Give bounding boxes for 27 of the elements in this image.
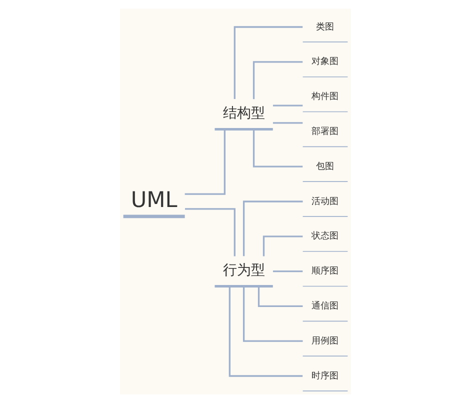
- connector: [262, 236, 303, 256]
- node-text: 时序图: [312, 371, 339, 382]
- connector: [272, 270, 303, 272]
- connector: [258, 286, 303, 308]
- node-text: 包图: [316, 162, 334, 172]
- connector: [184, 129, 226, 195]
- connector: [242, 200, 303, 256]
- node-text: 构件图: [312, 92, 339, 102]
- node-text: 行为型: [222, 262, 265, 279]
- node-text: 用例图: [312, 336, 339, 346]
- node-text: 对象图: [312, 57, 339, 68]
- connector: [272, 122, 303, 124]
- node-text: 通信图: [312, 302, 339, 312]
- node-text: 类图: [316, 22, 334, 32]
- connector: [252, 129, 303, 168]
- node-text: 活动图: [312, 196, 339, 207]
- connector: [228, 286, 303, 377]
- node-text: 状态图: [312, 232, 339, 242]
- node-text: 结构型: [222, 106, 265, 122]
- connector: [242, 286, 303, 342]
- connector: [185, 208, 236, 256]
- connector: [252, 61, 303, 100]
- node-text: 顺序图: [312, 266, 339, 277]
- connector: [234, 26, 303, 100]
- node-text: UML: [130, 188, 178, 213]
- connector: [272, 104, 303, 106]
- node-text: 部署图: [312, 127, 339, 138]
